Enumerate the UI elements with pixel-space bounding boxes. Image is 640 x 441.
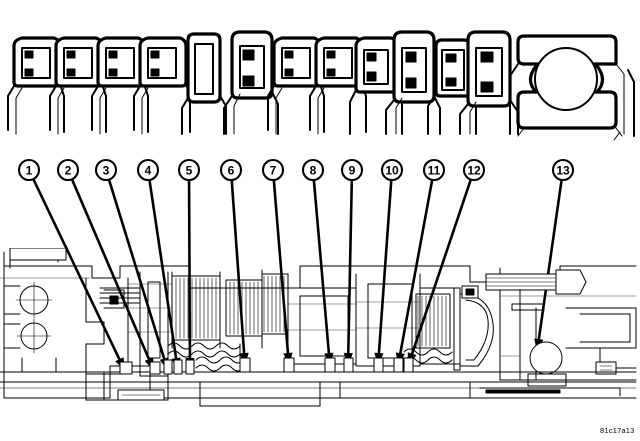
callout-number-1: 1 [26, 164, 33, 178]
upper-exploded-view [7, 30, 635, 141]
callout-3[interactable]: 3 [94, 158, 118, 182]
callout-10[interactable]: 10 [380, 158, 404, 182]
callout-1[interactable]: 1 [17, 158, 41, 182]
callout-number-10: 10 [385, 164, 399, 178]
callout-number-6: 6 [228, 164, 235, 178]
oil-pan-rail [0, 371, 637, 407]
callout-circle-3[interactable] [94, 158, 118, 182]
callout-2[interactable]: 2 [56, 158, 80, 182]
leader-line-11 [399, 179, 434, 354]
arrow-target-marks [119, 357, 414, 375]
leader-line-8 [312, 179, 331, 354]
callout-circle-12[interactable] [462, 158, 486, 182]
callout-circle-2[interactable] [56, 158, 80, 182]
callout-circle-1[interactable] [17, 158, 41, 182]
callout-number-9: 9 [349, 164, 356, 178]
component-unit [459, 30, 519, 135]
callout-6[interactable]: 6 [219, 158, 243, 182]
component-unit [385, 30, 441, 135]
shaft-and-drums [171, 269, 494, 371]
component-unit [309, 36, 367, 135]
construction-lines [0, 277, 637, 357]
leader-line-13 [537, 179, 563, 340]
component-unit [49, 36, 107, 135]
callout-number-5: 5 [186, 164, 193, 178]
lower-cross-section [0, 248, 637, 407]
callout-13[interactable]: 13 [551, 158, 575, 182]
component-row [7, 30, 635, 141]
callout-11[interactable]: 11 [422, 158, 446, 182]
return-spring [167, 342, 241, 361]
callout-circle-7[interactable] [261, 158, 285, 182]
leader-line-7 [272, 179, 290, 354]
extension-housing [485, 267, 637, 387]
callout-circle-5[interactable] [177, 158, 201, 182]
callout-circle-13[interactable] [551, 158, 575, 182]
leader-line-1 [32, 178, 121, 360]
clutch-plates [261, 273, 289, 335]
callout-number-12: 12 [467, 164, 481, 178]
clutch-plates [171, 275, 221, 341]
callout-7[interactable]: 7 [261, 158, 285, 182]
callout-4[interactable]: 4 [136, 158, 160, 182]
leader-line-5 [187, 179, 192, 359]
leader-line-3 [107, 179, 166, 359]
callout-number-8: 8 [310, 164, 317, 178]
callout-circle-11[interactable] [422, 158, 446, 182]
callout-circle-8[interactable] [301, 158, 325, 182]
callout-number-3: 3 [103, 164, 110, 178]
bearing-component [509, 34, 625, 137]
callout-12[interactable]: 12 [462, 158, 486, 182]
callout-9[interactable]: 9 [340, 158, 364, 182]
leader-line-2 [70, 178, 151, 360]
component-unit [181, 32, 227, 135]
callout-number-2: 2 [65, 164, 72, 178]
callout-number-11: 11 [428, 164, 441, 178]
component-unit [349, 36, 403, 135]
transmission-case [3, 248, 637, 399]
component-unit [133, 36, 191, 135]
callout-8[interactable]: 8 [301, 158, 325, 182]
clutch-plates [415, 293, 451, 349]
callout-circle-10[interactable] [380, 158, 404, 182]
callout-circle-4[interactable] [136, 158, 160, 182]
callout-number-13: 13 [556, 164, 570, 178]
component-unit [223, 30, 279, 135]
callout-circle-9[interactable] [340, 158, 364, 182]
callout-circle-6[interactable] [219, 158, 243, 182]
return-spring [195, 356, 245, 372]
callout-5[interactable]: 5 [177, 158, 201, 182]
callout-number-7: 7 [270, 164, 277, 178]
callout-number-4: 4 [145, 164, 152, 178]
